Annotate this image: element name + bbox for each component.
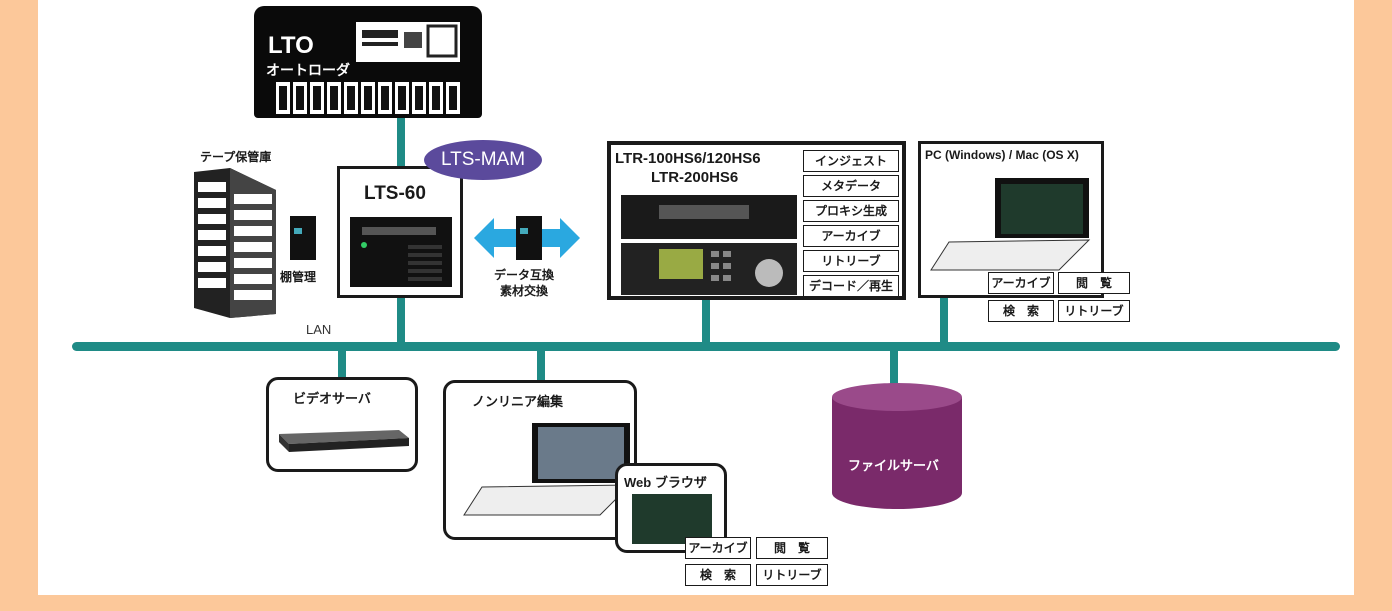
shelf-management-label: 棚管理: [280, 270, 317, 284]
video-server-box: ビデオサーバ: [266, 377, 418, 472]
pc-func-archive: アーカイブ: [988, 272, 1054, 294]
ltr-deck-icon: [621, 195, 797, 295]
ltr-box: LTR-100HS6/120HS6 LTR-200HS6 インジェスト メタデー…: [607, 141, 906, 300]
web-func-search: 検 索: [685, 564, 751, 586]
lts-mam-label: LTS-MAM: [440, 149, 526, 170]
web-browser-title: Web ブラウザ: [624, 475, 707, 490]
ltr-func-ingest: インジェスト: [803, 150, 899, 172]
web-func-retrieve: リトリーブ: [756, 564, 828, 586]
exchange-tape-icon: [516, 216, 542, 260]
lts-mam-badge: LTS-MAM: [424, 140, 542, 180]
ltr-func-retrieve: リトリーブ: [803, 250, 899, 272]
connector-lto: [397, 118, 405, 168]
pc-func-search: 検 索: [988, 300, 1054, 322]
lts60-device-icon: [350, 217, 452, 287]
file-server-title: ファイルサーバ: [848, 458, 939, 473]
tape-cartridge-icon: [290, 216, 316, 260]
lan-bus: [72, 342, 1340, 351]
lto-tape-cartridges-icon: [276, 82, 460, 114]
ltr-title-1: LTR-100HS6/120HS6: [615, 150, 761, 167]
web-browser-box: Web ブラウザ: [615, 463, 727, 553]
pc-func-view: 閲 覧: [1058, 272, 1130, 294]
file-server-cylinder-icon: [832, 383, 962, 509]
connector-lts60: [397, 298, 405, 346]
video-server-title: ビデオサーバ: [293, 391, 371, 406]
pc-title: PC (Windows) / Mac (OS X): [925, 148, 1079, 162]
ltr-func-archive: アーカイブ: [803, 225, 899, 247]
connector-file-server: [890, 346, 898, 384]
lts60-title: LTS-60: [364, 183, 426, 204]
ltr-func-decode: デコード／再生: [803, 275, 899, 297]
lto-autoloader: LTO オートローダ: [254, 6, 482, 118]
pc-box: PC (Windows) / Mac (OS X): [918, 141, 1104, 298]
video-server-icon: [279, 430, 409, 452]
connector-nle: [537, 346, 545, 380]
exchange-label-2: 素材交換: [500, 284, 549, 298]
lto-drive-icon: [356, 22, 460, 62]
ltr-title-2: LTR-200HS6: [651, 169, 739, 186]
nle-box: ノンリニア編集: [443, 380, 637, 540]
ltr-func-proxy: プロキシ生成: [803, 200, 899, 222]
connector-ltr: [702, 300, 710, 346]
ltr-func-metadata: メタデータ: [803, 175, 899, 197]
web-func-archive: アーカイブ: [685, 537, 751, 559]
lts60-box: LTS-60: [337, 166, 463, 298]
web-screen-icon: [632, 494, 712, 544]
nle-title: ノンリニア編集: [472, 394, 564, 409]
tape-shelf-icon: [194, 168, 276, 318]
web-func-view: 閲 覧: [756, 537, 828, 559]
pc-func-retrieve: リトリーブ: [1058, 300, 1130, 322]
nle-laptop-icon: [463, 423, 632, 516]
lto-subtitle: オートローダ: [266, 62, 350, 78]
connector-pc: [940, 296, 948, 346]
lto-title: LTO: [268, 32, 314, 59]
tape-storage-title: テープ保管庫: [200, 150, 272, 164]
exchange-label-1: データ互換: [494, 268, 555, 282]
lan-label: LAN: [306, 322, 332, 337]
laptop-icon: [930, 178, 1091, 271]
connector-video-server: [338, 346, 346, 378]
